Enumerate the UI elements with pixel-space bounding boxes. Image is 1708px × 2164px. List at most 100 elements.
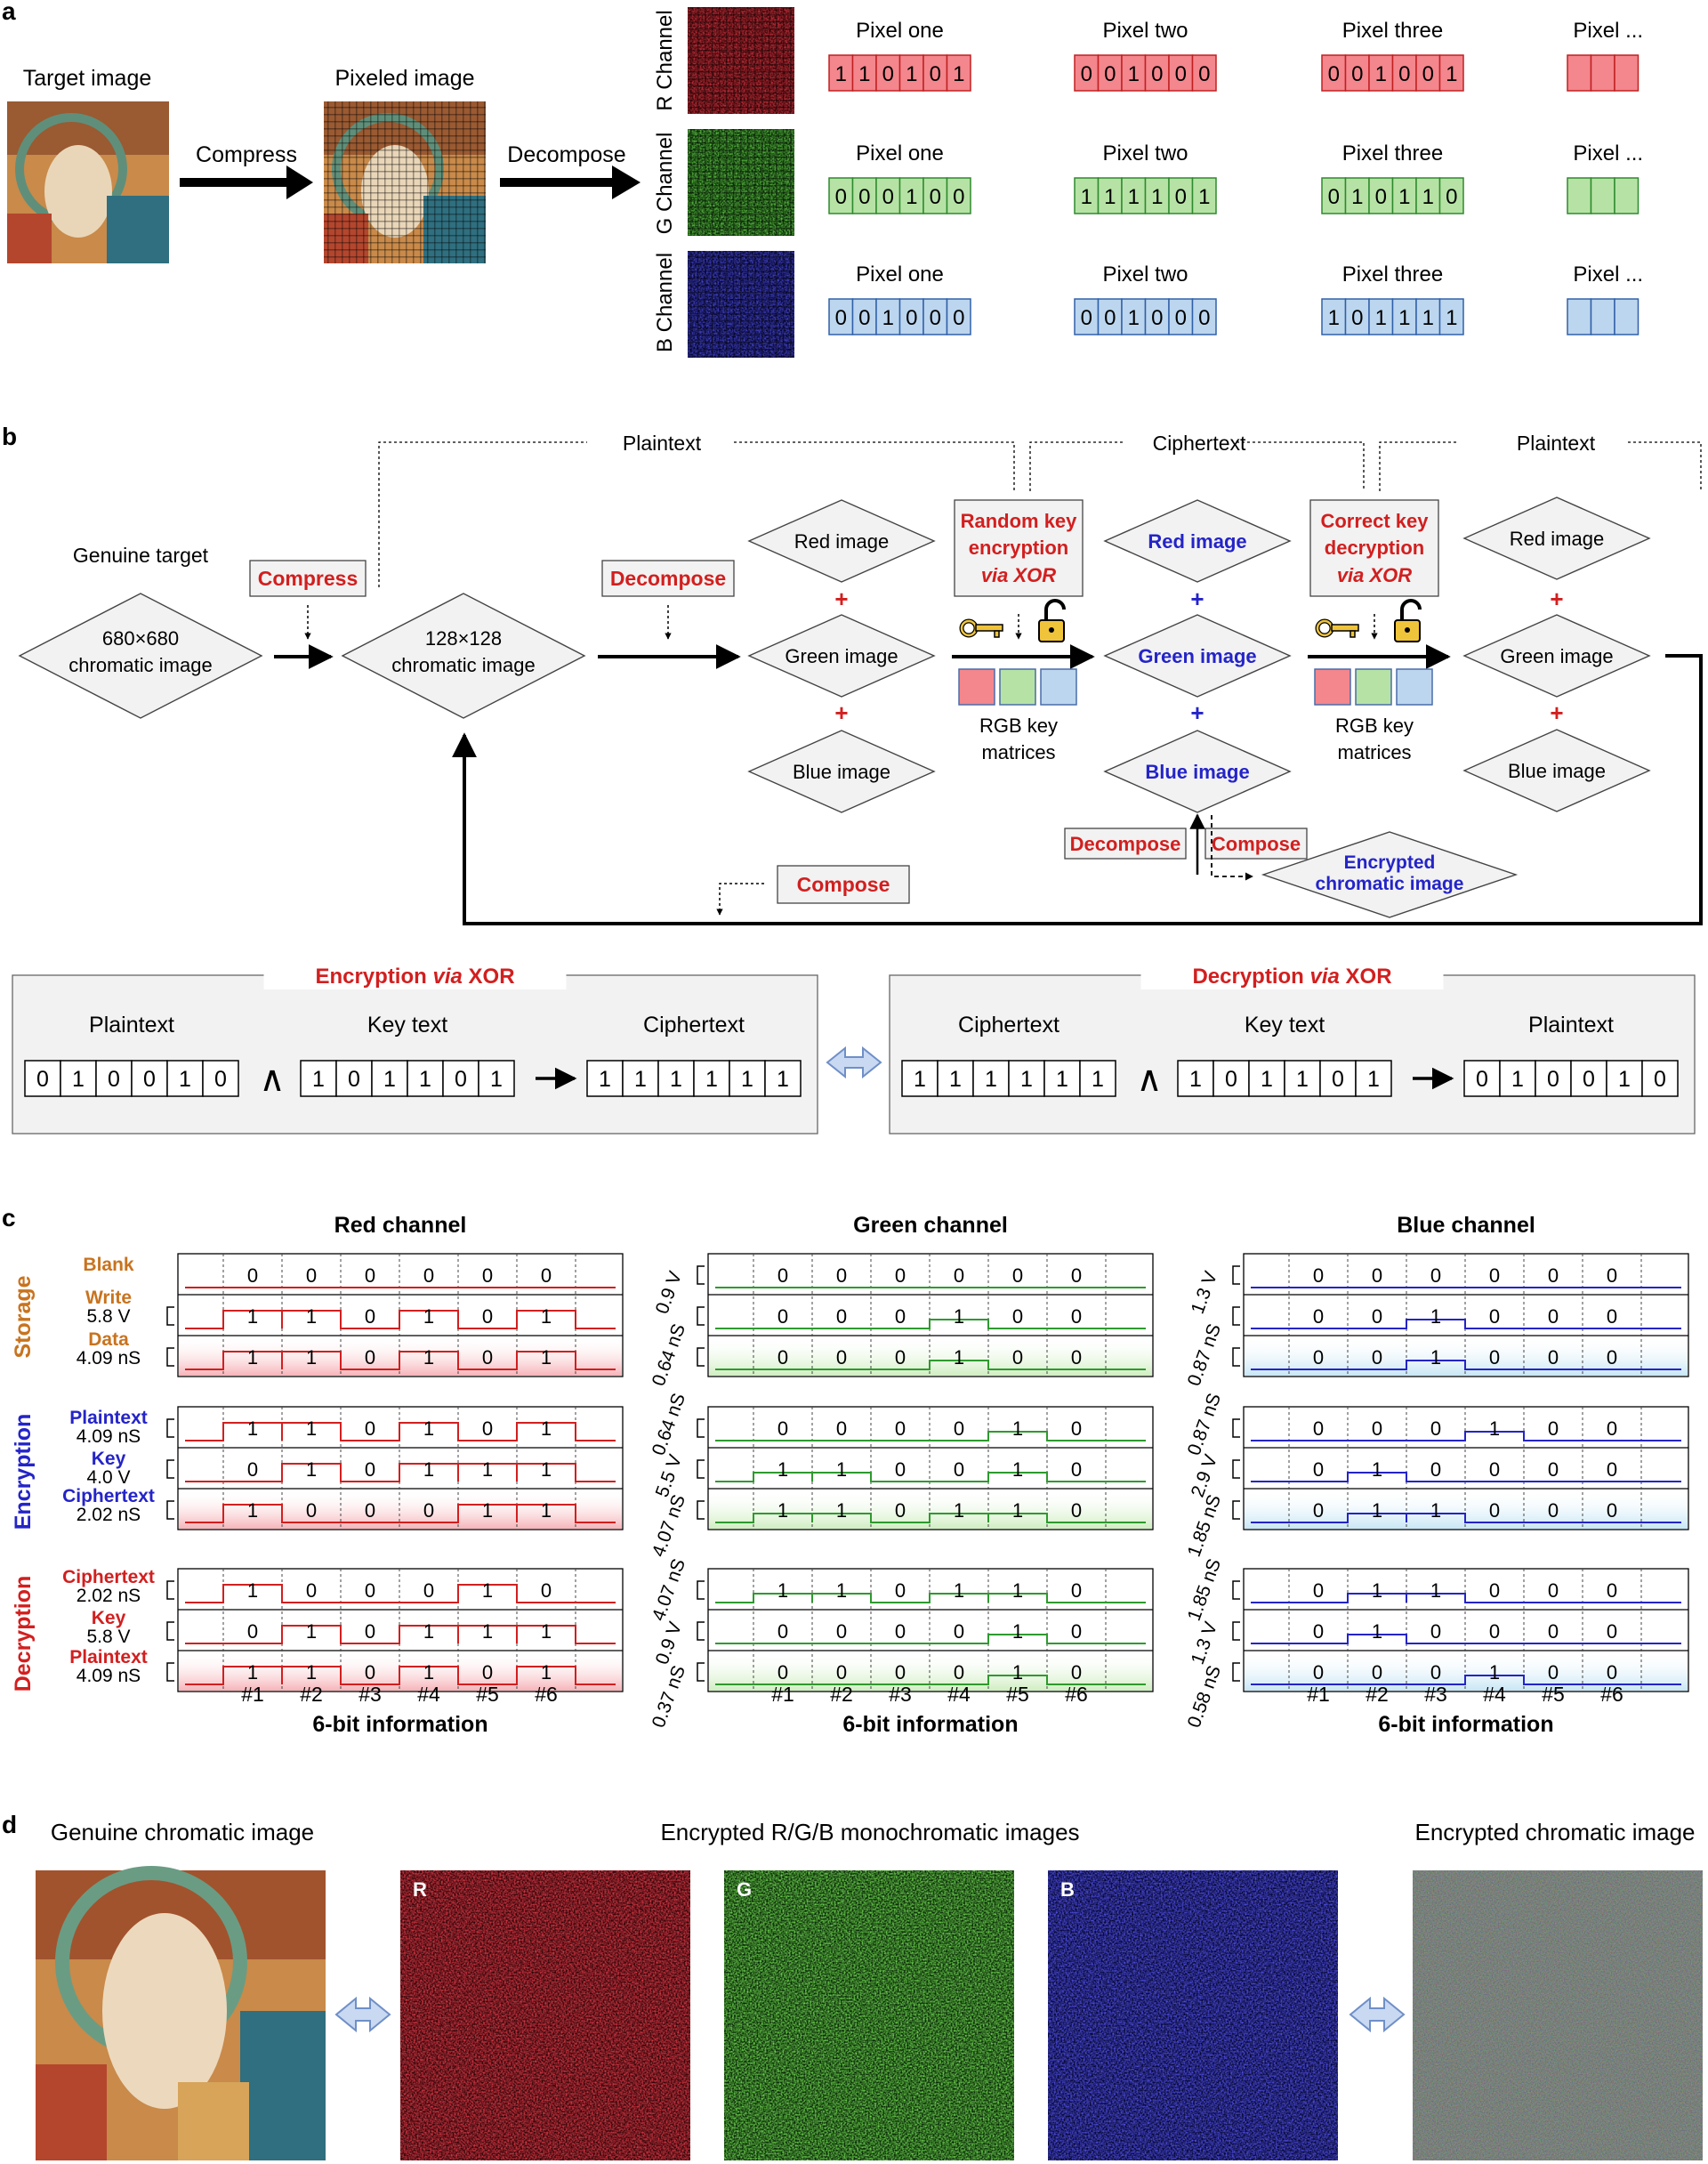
bit-value: 0 xyxy=(1583,1067,1595,1092)
waveform-bit-value: 0 xyxy=(1313,1579,1324,1602)
row-bracket xyxy=(1232,1500,1240,1520)
pixel-name-label: Pixel ... xyxy=(1573,141,1643,166)
rgb-key-matrices-2: RGB key matrices xyxy=(1314,668,1433,763)
bit-cell xyxy=(1590,298,1615,335)
row-bracket xyxy=(166,1621,174,1641)
bit-value: 1 xyxy=(914,1067,926,1092)
row-name-label: Ciphertext xyxy=(62,1486,155,1506)
svg-text:chromatic image: chromatic image xyxy=(391,654,535,676)
waveform-bit-value: 1 xyxy=(306,1417,317,1440)
decompose-arrow-a xyxy=(500,166,640,199)
encrypted-r-image: R xyxy=(400,1870,690,2160)
waveform-bit-value: 1 xyxy=(482,1579,493,1602)
row-bracket xyxy=(166,1418,174,1438)
waveform-bit-value: 1 xyxy=(423,1417,434,1440)
bit-index-label: #3 xyxy=(1424,1683,1447,1706)
pixel-name-label: Pixel two xyxy=(1102,19,1188,43)
encryption-box-title-part: via xyxy=(432,965,462,989)
group-label: Decryption xyxy=(11,1576,36,1692)
bit-value: 0 xyxy=(953,185,964,209)
waveform-bit-value: 0 xyxy=(895,1499,906,1522)
waveform-bit-value: 0 xyxy=(1313,1305,1324,1328)
waveform-bit-value: 0 xyxy=(1071,1458,1082,1481)
waveform-bit-value: 0 xyxy=(777,1620,788,1643)
target-image-label: Target image xyxy=(23,66,152,91)
bit-cell xyxy=(1344,177,1370,214)
row-bracket xyxy=(1232,1306,1240,1326)
row-bracket xyxy=(166,1306,174,1326)
bit-value: 1 xyxy=(419,1067,431,1092)
bit-cell xyxy=(1144,177,1170,214)
row-value-label: 5.8 V xyxy=(86,1306,130,1327)
svg-text:Compose: Compose xyxy=(797,873,890,896)
waveform-bit-value: 0 xyxy=(1548,1264,1559,1287)
waveform-bit-value: 0 xyxy=(895,1346,906,1369)
compress-arrow-a xyxy=(180,166,313,199)
bit-value: 1 xyxy=(1189,1067,1202,1092)
pixel-name-label: Pixel three xyxy=(1342,262,1443,287)
bit-cell xyxy=(371,1060,408,1097)
waveform-bit-value: 0 xyxy=(1607,1579,1617,1602)
bit-cell xyxy=(1567,298,1592,335)
bit-value: 0 xyxy=(1446,185,1457,209)
waveform-bit-value: 0 xyxy=(1012,1305,1023,1328)
panel-a: a Target image Pixeled image Compress De… xyxy=(2,0,1643,358)
bit-value: 0 xyxy=(1351,306,1363,330)
side-value-label: 0.87 nS xyxy=(1184,1391,1225,1458)
row-bracket xyxy=(697,1418,705,1438)
bit-value: 0 xyxy=(1081,306,1092,330)
key-icon xyxy=(1315,618,1359,638)
panel-label-d: d xyxy=(2,1811,17,1838)
bit-cell xyxy=(1567,54,1592,92)
bit-value: 1 xyxy=(1081,185,1092,209)
bit-value: 1 xyxy=(670,1067,682,1092)
red-image-diamond-1: Red image xyxy=(747,499,936,583)
waveform-bit-value: 0 xyxy=(954,1620,964,1643)
pixel-name-label: Pixel three xyxy=(1342,19,1443,43)
waveform-bit-value: 1 xyxy=(1372,1579,1382,1602)
waveform-bit-value: 1 xyxy=(1372,1458,1382,1481)
bit-value: 0 xyxy=(1375,185,1387,209)
svg-text:R: R xyxy=(413,1878,427,1901)
bit-value: 0 xyxy=(882,62,894,86)
side-value-label: 4.07 nS xyxy=(649,1492,689,1560)
waveform-bit-value: 0 xyxy=(365,1305,375,1328)
row-bracket xyxy=(697,1265,705,1285)
waveform-bit-value: 0 xyxy=(1607,1620,1617,1643)
row-bracket xyxy=(697,1621,705,1641)
bit-cell xyxy=(1248,1060,1285,1097)
bit-cell xyxy=(972,1060,1010,1097)
bit-cell xyxy=(1567,177,1592,214)
row-bracket xyxy=(697,1580,705,1600)
bit-value: 0 xyxy=(1654,1067,1666,1092)
green-image-diamond-3: Green image xyxy=(1462,614,1651,698)
target-image xyxy=(7,101,169,263)
svg-text:G: G xyxy=(737,1878,752,1901)
row-bracket xyxy=(1232,1265,1240,1285)
waveform-bit-value: 0 xyxy=(1430,1661,1441,1684)
waveform-bit-value: 1 xyxy=(482,1458,493,1481)
bit-value: 0 xyxy=(1175,185,1187,209)
waveform-bit-value: 1 xyxy=(1012,1458,1023,1481)
svg-text:via XOR: via XOR xyxy=(981,564,1056,586)
compose-box: Compose xyxy=(777,865,910,904)
panel-b: b Plaintext Ciphertext Plaintext Genuine… xyxy=(2,423,1703,1134)
waveform-trace xyxy=(1251,1472,1681,1482)
decryption-box-title: Decryption via XOR xyxy=(1192,965,1391,989)
bit-value: 1 xyxy=(383,1067,396,1092)
waveform-bit-value: 0 xyxy=(895,1620,906,1643)
waveform-trace xyxy=(715,1675,1146,1685)
bit-value: 0 xyxy=(1332,1067,1344,1092)
waveform-bit-value: 1 xyxy=(954,1499,964,1522)
green-image-diamond-2: Green image xyxy=(1103,614,1292,698)
waveform-bit-value: 0 xyxy=(1607,1346,1617,1369)
decryption-box-group-label: Ciphertext xyxy=(958,1013,1059,1038)
bit-cell xyxy=(166,1060,204,1097)
bit-cell xyxy=(946,54,971,92)
waveform-trace xyxy=(185,1504,616,1523)
group-label: Encryption xyxy=(11,1414,36,1530)
bit-value: 0 xyxy=(930,62,941,86)
waveform-bit-value: 0 xyxy=(836,1661,847,1684)
waveform-bit-value: 0 xyxy=(1489,1579,1500,1602)
waveform-bit-value: 0 xyxy=(777,1417,788,1440)
